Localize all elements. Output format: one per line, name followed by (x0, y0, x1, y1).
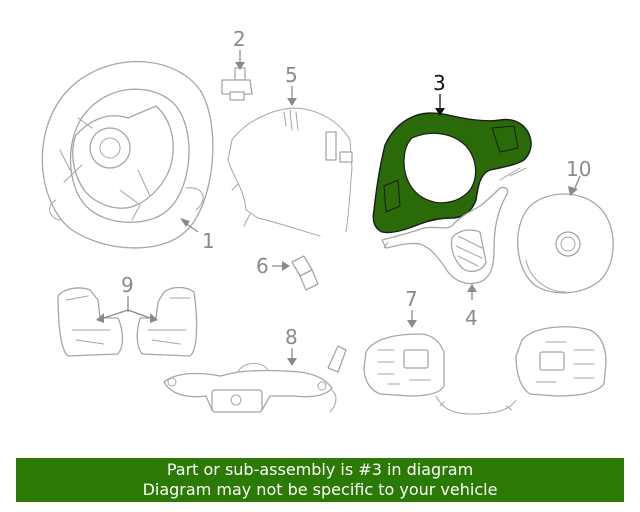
callout-10[interactable]: 10 (566, 157, 591, 181)
trim-cover-part-3[interactable] (372, 112, 532, 234)
leader-arrow-3 (435, 108, 445, 116)
bolt-part-2[interactable] (221, 67, 253, 101)
wiring-harness-part-5[interactable] (227, 107, 353, 237)
leader-arrow-6 (282, 261, 290, 271)
callout-8[interactable]: 8 (285, 325, 298, 349)
callout-3[interactable]: 3 (433, 71, 446, 95)
leader-arrow-7 (407, 320, 417, 328)
callout-1[interactable]: 1 (202, 229, 215, 253)
steering-wheel-part-1[interactable] (41, 60, 214, 249)
paddle-shifters-part-9[interactable] (57, 286, 198, 357)
switch-clusters-part-7[interactable] (363, 326, 607, 415)
leader-line-9-right (127, 309, 151, 319)
leader-line-9-left (103, 309, 129, 319)
bracket-part-8[interactable] (163, 345, 347, 413)
banner-line-disclaimer: Diagram may not be specific to your vehi… (142, 480, 498, 499)
lower-trim-part-4[interactable] (381, 167, 527, 285)
connector-part-6[interactable] (291, 255, 319, 291)
leader-arrow-8 (287, 358, 297, 366)
airbag-module-part-10[interactable] (517, 193, 614, 294)
leader-arrow-4 (467, 284, 477, 292)
callout-5[interactable]: 5 (285, 63, 298, 87)
parts-diagram: 1 2 5 3 4 (41, 27, 614, 415)
leader-arrow-10 (568, 186, 578, 196)
leader-arrow-9-right (150, 313, 158, 323)
leader-arrow-5 (287, 98, 297, 106)
callout-6[interactable]: 6 (256, 254, 269, 278)
leader-arrow-2 (235, 62, 245, 70)
part-info-banner: Part or sub-assembly is #3 in diagram Di… (16, 458, 624, 502)
callout-2[interactable]: 2 (233, 27, 246, 51)
callout-4[interactable]: 4 (465, 306, 478, 330)
callout-7[interactable]: 7 (405, 287, 418, 311)
callout-9[interactable]: 9 (121, 273, 134, 297)
leader-arrow-9-left (96, 313, 104, 323)
leader-arrow-1 (180, 218, 190, 227)
banner-line-part: Part or sub-assembly is #3 in diagram (166, 460, 474, 479)
leader-line-10 (574, 175, 581, 189)
